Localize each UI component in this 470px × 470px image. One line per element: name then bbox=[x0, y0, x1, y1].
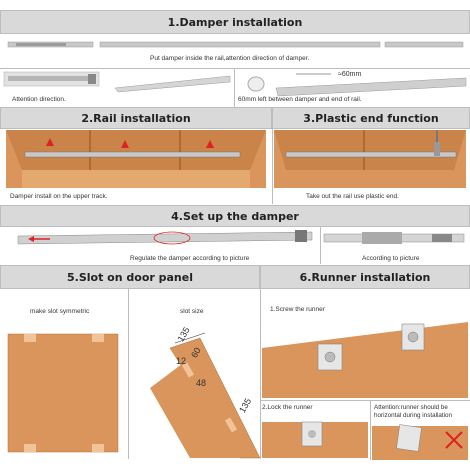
section-4-caption-left: Regulate the damper according to picture bbox=[130, 255, 250, 262]
lock-runner-figure bbox=[262, 421, 368, 458]
section-4-title: 4.Set up the damper bbox=[171, 209, 299, 223]
section-2-caption: Damper install on the upper track. bbox=[10, 193, 108, 200]
section-4-header: 4.Set up the damper bbox=[0, 205, 470, 227]
section-1-caption-left: Attention direction. bbox=[12, 96, 66, 103]
damper-direction-figure bbox=[3, 71, 231, 93]
section-2-title: 2.Rail installation bbox=[81, 111, 191, 125]
section-6-header: 6.Runner installation bbox=[260, 265, 470, 289]
screw-runner-figure bbox=[262, 322, 468, 398]
section-4-caption-right: According to picture bbox=[362, 255, 420, 262]
section-3-header: 3.Plastic end function bbox=[272, 107, 470, 129]
wrong-runner-figure bbox=[372, 424, 468, 460]
dim-48: 48 bbox=[196, 378, 206, 388]
section-6-title: 6.Runner installation bbox=[299, 270, 431, 284]
dim-60: 60 bbox=[189, 346, 203, 360]
section-5-caption-right: slot size bbox=[180, 308, 204, 315]
section-6-step-2: 2.Lock the runner bbox=[262, 404, 313, 411]
section-6-attention: Attention:runner should be horizontal du… bbox=[374, 404, 453, 419]
rail-with-damper-figure bbox=[7, 41, 464, 48]
section-3-caption: Take out the rail use plastic end. bbox=[306, 193, 399, 200]
slot-size-figure: 135 60 12 48 135 bbox=[150, 325, 261, 459]
section-6-step-1: 1.Screw the runner bbox=[270, 306, 325, 313]
section-1-caption-right: 60mm left between damper and end of rail… bbox=[238, 96, 362, 103]
door-panel-slots-figure bbox=[7, 333, 119, 453]
section-3-title: 3.Plastic end function bbox=[303, 111, 439, 125]
damper-detail-figure bbox=[323, 232, 465, 244]
section-5-title: 5.Slot on door panel bbox=[67, 270, 193, 284]
section-1-header: 1.Damper installation bbox=[0, 10, 470, 34]
rail-installation-figure bbox=[6, 130, 266, 188]
section-1-caption-top: Put damper inside the rail,attention dir… bbox=[150, 55, 310, 62]
section-2-header: 2.Rail installation bbox=[0, 107, 272, 129]
plastic-end-figure bbox=[274, 130, 466, 188]
damper-setup-figure bbox=[17, 230, 313, 245]
gap-measure-label: ≈60mm bbox=[338, 71, 361, 78]
damper-gap-figure: ≈60mm bbox=[247, 71, 467, 97]
section-1-title: 1.Damper installation bbox=[167, 15, 303, 29]
dim-135-top: 135 bbox=[176, 325, 192, 343]
dim-12: 12 bbox=[176, 356, 186, 366]
dim-135-bottom: 135 bbox=[237, 396, 253, 414]
section-5-header: 5.Slot on door panel bbox=[0, 265, 260, 289]
section-5-caption-left: make slot symmetric bbox=[30, 308, 90, 315]
